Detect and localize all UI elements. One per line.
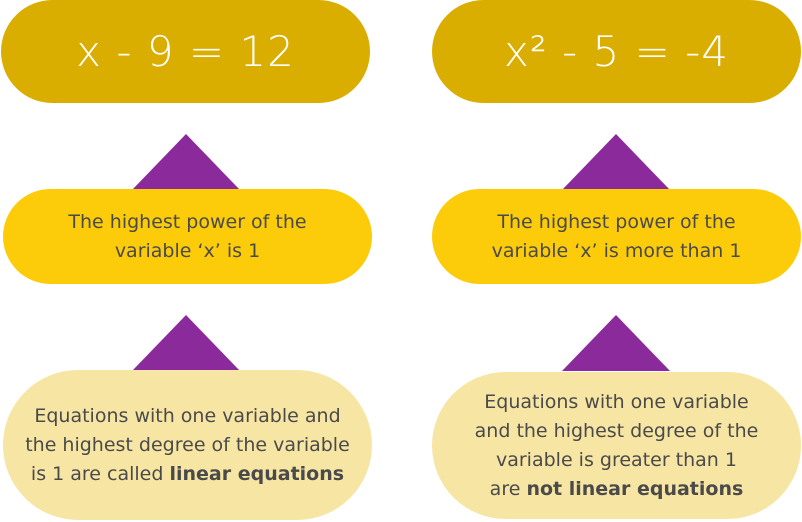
connector-triangle-right-upper: [562, 134, 670, 190]
power-text-linear: The highest power of the variable ‘x’ is…: [68, 208, 306, 266]
conclusion-box-linear: Equations with one variable and the high…: [3, 370, 372, 520]
power-text-linear-line1: The highest power of the: [68, 210, 307, 233]
power-text-nonlinear: The highest power of the variable ‘x’ is…: [492, 208, 742, 266]
conclusion-nonlinear-line4: are not linear equations: [475, 475, 759, 504]
power-text-linear-line2: variable ‘x’ is 1: [114, 239, 261, 262]
conclusion-nonlinear-line3: variable is greater than 1: [495, 448, 737, 471]
conclusion-nonlinear-line1: Equations with one variable: [484, 390, 749, 413]
equation-text-nonlinear: x² - 5 = -4: [503, 27, 730, 76]
power-box-linear: The highest power of the variable ‘x’ is…: [3, 189, 372, 284]
conclusion-linear-line3-prefix: is 1 are called: [30, 462, 170, 485]
conclusion-linear-line2: the highest degree of the variable: [25, 433, 350, 456]
power-box-nonlinear: The highest power of the variable ‘x’ is…: [432, 189, 801, 284]
equation-box-nonlinear: x² - 5 = -4: [432, 0, 801, 103]
conclusion-nonlinear-line2: and the highest degree of the: [474, 419, 759, 442]
connector-triangle-left-lower: [132, 315, 240, 371]
equation-box-linear: x - 9 = 12: [1, 0, 370, 103]
conclusion-nonlinear-emphasis: not linear equations: [526, 477, 744, 500]
conclusion-text-linear: Equations with one variable and the high…: [25, 402, 350, 489]
conclusion-linear-line3: is 1 are called linear equations: [25, 460, 350, 489]
power-text-nonlinear-line1: The highest power of the: [497, 210, 736, 233]
power-text-nonlinear-line2: variable ‘x’ is more than 1: [491, 239, 742, 262]
conclusion-text-nonlinear: Equations with one variable and the high…: [475, 388, 759, 504]
connector-triangle-right-lower: [562, 315, 670, 371]
conclusion-nonlinear-line4-prefix: are: [489, 477, 527, 500]
connector-triangle-left-upper: [132, 134, 240, 190]
conclusion-box-nonlinear: Equations with one variable and the high…: [432, 372, 801, 519]
conclusion-linear-emphasis: linear equations: [169, 462, 345, 485]
equation-text-linear: x - 9 = 12: [76, 27, 295, 76]
conclusion-linear-line1: Equations with one variable and: [34, 404, 341, 427]
